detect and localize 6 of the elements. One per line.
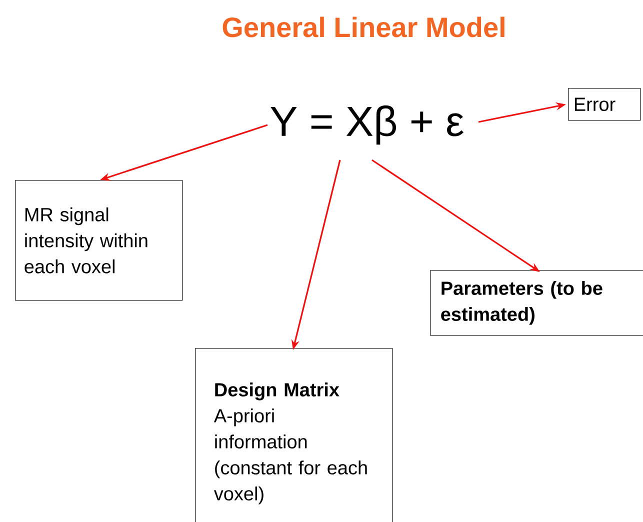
text-box: Error [568, 88, 641, 121]
equation: Y = Xβ + ε [270, 105, 464, 145]
text-box: Design Matrix A-priori information (constant for each voxel) [195, 348, 393, 522]
text-box: MR signal intensity within each voxel [15, 180, 183, 301]
text-box: Parameters (to be estimated) [430, 270, 643, 336]
title: General Linear Model [222, 16, 504, 38]
